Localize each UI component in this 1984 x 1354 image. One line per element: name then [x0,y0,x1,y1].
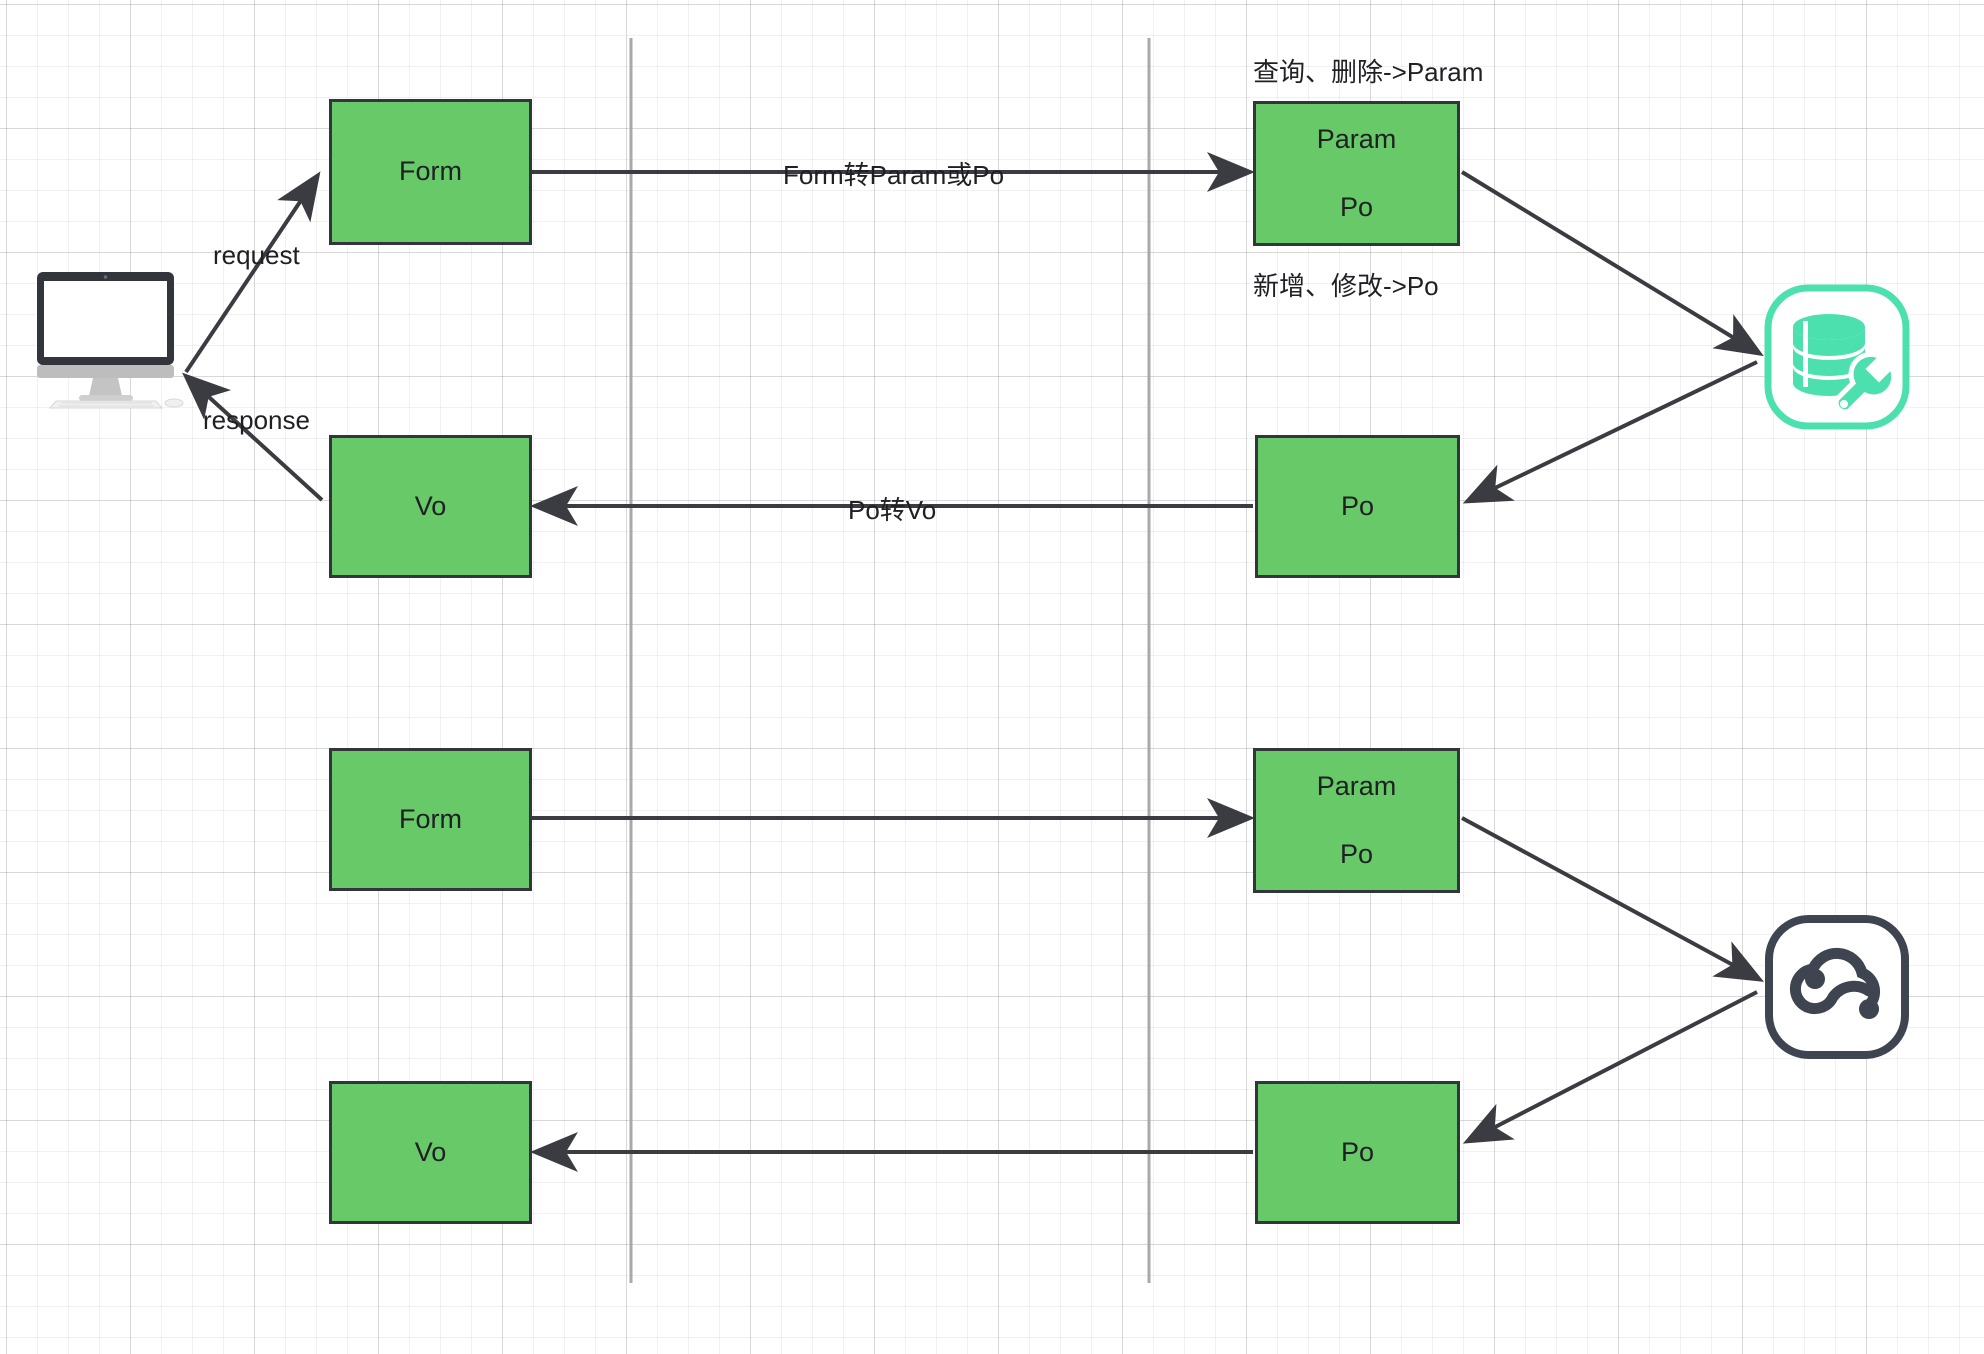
annotation-query-delete: 查询、删除->Param [1253,57,1484,87]
top-po-to-vo-label: Po转Vo [848,495,937,525]
desktop-monitor-icon [34,270,186,410]
edge-client-to-form [184,171,321,374]
response-label: response [203,405,310,435]
database-wrench-icon[interactable] [1763,283,1911,431]
bottom-param-sub-label: Po [1339,838,1374,869]
top-form-box[interactable]: Form [329,99,532,245]
edge-param-to-database [1460,170,1764,357]
edge-database-to-po-top [1462,360,1758,504]
top-param-sub-label: Po [1339,191,1374,222]
top-form-label: Form [399,156,462,187]
edge-param-to-cloud [1461,816,1765,982]
bottom-po-label: Po [1340,1136,1375,1167]
top-form-to-param-label: Form转Param或Po [783,160,1005,190]
edge-vo-to-client [182,372,324,502]
top-param-box[interactable]: Param Po [1253,101,1460,246]
top-param-label: Param [1316,123,1397,154]
bottom-vo-box[interactable]: Vo [329,1081,532,1224]
top-po-label: Po [1340,490,1375,521]
bottom-param-box[interactable]: Param Po [1253,748,1460,893]
bottom-vo-label: Vo [414,1136,447,1167]
annotation-insert-update: 新增、修改->Po [1253,271,1439,301]
bottom-form-box[interactable]: Form [329,748,532,891]
top-vo-label: Vo [414,490,447,521]
bottom-po-box[interactable]: Po [1255,1081,1460,1224]
bottom-param-label: Param [1316,770,1397,801]
edge-cloud-to-po-bottom [1462,990,1758,1144]
bottom-form-label: Form [399,803,462,834]
top-po-box[interactable]: Po [1255,435,1460,578]
cloud-service-icon[interactable] [1763,913,1911,1061]
top-vo-box[interactable]: Vo [329,435,532,578]
request-label: request [213,240,300,270]
